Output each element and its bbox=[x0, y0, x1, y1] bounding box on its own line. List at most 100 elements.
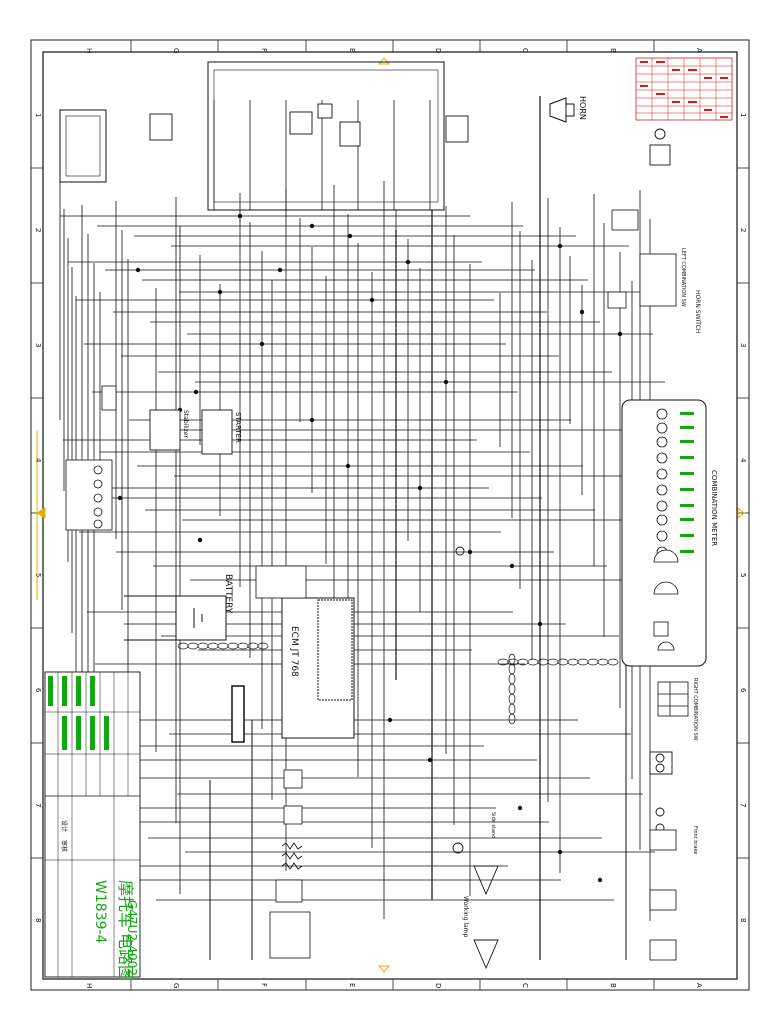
junction-dot bbox=[467, 549, 473, 555]
sig-review: 审核 bbox=[60, 840, 68, 852]
col-letter: F bbox=[260, 983, 268, 987]
twist-loop bbox=[527, 658, 539, 666]
resistor-icon bbox=[281, 842, 303, 870]
junction-dot bbox=[117, 495, 123, 501]
twist-loop bbox=[207, 642, 219, 650]
ecm-box bbox=[281, 597, 355, 739]
col-letter: A bbox=[695, 983, 703, 988]
working-lamp-label: Working lamp bbox=[462, 896, 469, 938]
battery-label: BATTERY bbox=[223, 574, 233, 614]
column-letters-top: H G F E D C B A bbox=[85, 48, 703, 53]
col-letter: G bbox=[172, 48, 180, 53]
row-number: 6 bbox=[34, 688, 42, 693]
col-letter: H bbox=[85, 48, 93, 53]
twist-loop bbox=[227, 642, 239, 650]
lamp-icon bbox=[452, 546, 499, 970]
junction-dot bbox=[517, 805, 523, 811]
col-letter: E bbox=[348, 983, 356, 987]
twist-loop bbox=[508, 663, 516, 675]
row-numbers-right: 1 2 3 4 5 6 7 8 bbox=[739, 113, 747, 922]
col-letter: G bbox=[172, 983, 180, 988]
col-letter: D bbox=[434, 48, 442, 53]
horn-icon bbox=[549, 97, 575, 123]
relay-icon bbox=[149, 103, 469, 147]
junction-dot bbox=[427, 757, 433, 763]
junction-dot bbox=[217, 289, 223, 295]
col-letter: B bbox=[609, 983, 617, 988]
junction-dot bbox=[509, 563, 515, 569]
fuse-icon bbox=[101, 385, 117, 411]
twist-loop bbox=[597, 658, 609, 666]
right-combination-switch bbox=[657, 681, 689, 717]
row-number: 8 bbox=[34, 918, 42, 922]
wire-harness bbox=[59, 96, 665, 960]
col-letter: E bbox=[348, 48, 356, 52]
row-number: 2 bbox=[34, 228, 42, 232]
battery-icon bbox=[124, 595, 227, 641]
ignition-module-inner bbox=[213, 69, 439, 203]
twist-loop bbox=[557, 658, 569, 666]
row-number: 8 bbox=[739, 918, 747, 922]
ecm-sub-box bbox=[255, 565, 307, 599]
twisted-pair bbox=[177, 642, 619, 725]
combination-meter-label: COMBINATION METER bbox=[710, 470, 718, 546]
junction-dot bbox=[345, 463, 351, 469]
junction-dot bbox=[135, 267, 141, 273]
sensor-box bbox=[269, 769, 311, 959]
combination-meter bbox=[621, 399, 707, 667]
twist-loop bbox=[247, 642, 259, 650]
row-number: 5 bbox=[739, 573, 747, 577]
col-letter: D bbox=[434, 983, 442, 988]
junction-dot bbox=[417, 485, 423, 491]
twist-loop bbox=[217, 642, 229, 650]
junction-dot bbox=[277, 267, 283, 273]
lamp-icon bbox=[649, 128, 671, 166]
company-name: 摩托车 电路图 bbox=[116, 880, 135, 981]
junction-dot bbox=[443, 379, 449, 385]
title-block: 设计 审核 摩托车 电路图 W1839-4 G47U2-4002 bbox=[44, 671, 141, 981]
twist-loop bbox=[567, 658, 579, 666]
junction-dot bbox=[557, 243, 563, 249]
junction-dot bbox=[309, 223, 315, 229]
stabilizer-label: Stabilizer bbox=[182, 410, 189, 438]
switch-block bbox=[649, 829, 677, 961]
twist-loop bbox=[508, 683, 516, 695]
row-number: 3 bbox=[34, 343, 42, 347]
twist-loop bbox=[508, 703, 516, 715]
twist-loop bbox=[197, 642, 209, 650]
junction-dot bbox=[309, 417, 315, 423]
junction-dot bbox=[557, 849, 563, 855]
row-number: 6 bbox=[739, 688, 747, 693]
ecm-label: ECM JT 768 bbox=[289, 626, 299, 677]
starter-box bbox=[201, 409, 233, 455]
twist-loop bbox=[607, 658, 619, 666]
row-number: 7 bbox=[739, 803, 747, 807]
row-number: 5 bbox=[34, 573, 42, 577]
junction-dot bbox=[259, 341, 265, 347]
junction-dot bbox=[197, 537, 203, 543]
drawing-number: W1839-4 bbox=[92, 880, 108, 944]
row-number: 1 bbox=[34, 113, 42, 117]
horn-label: HORN bbox=[578, 96, 587, 120]
left-connector bbox=[65, 459, 113, 531]
switch-block bbox=[607, 209, 677, 309]
display-panel bbox=[59, 109, 107, 183]
junction-dot bbox=[369, 297, 375, 303]
twist-loop bbox=[508, 713, 516, 725]
row-numbers-left: 1 2 3 4 5 6 7 8 bbox=[34, 113, 42, 922]
row-number: 4 bbox=[739, 458, 747, 463]
row-number: 4 bbox=[34, 458, 42, 463]
col-letter: H bbox=[85, 983, 93, 988]
outer-border bbox=[30, 39, 750, 991]
right-combination-label: RIGHT COMBINATION SW bbox=[692, 678, 698, 741]
side-stand-label: Side stand bbox=[490, 812, 496, 838]
twist-loop bbox=[547, 658, 559, 666]
junction-dot bbox=[405, 259, 411, 265]
junction-dot bbox=[193, 389, 199, 395]
col-letter: C bbox=[521, 48, 529, 53]
revision-table bbox=[635, 57, 733, 121]
twist-loop bbox=[577, 658, 589, 666]
twist-loop bbox=[508, 673, 516, 685]
twist-loop bbox=[177, 642, 189, 650]
junction-dot bbox=[237, 213, 243, 219]
